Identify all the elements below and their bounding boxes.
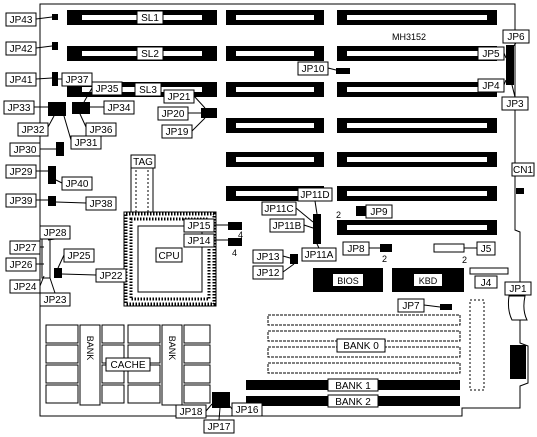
j4-connector: [469, 267, 509, 275]
jp27-label: JP27: [14, 243, 37, 254]
jp7-label: JP7: [402, 301, 420, 312]
jp5-label: JP5: [482, 49, 500, 60]
jp25-label: JP25: [68, 251, 91, 262]
jp31-label: JP31: [75, 138, 98, 149]
jp11c-label: JP11C: [264, 204, 293, 215]
jp26-label: JP26: [10, 260, 33, 271]
jp12-label: JP12: [257, 268, 280, 279]
jp8-pin-mark: 2: [382, 254, 387, 264]
cache-label: CACHE: [110, 360, 145, 371]
leader-lines: [34, 16, 517, 421]
bank0-label: BANK 0: [343, 341, 379, 352]
battery: [507, 295, 528, 321]
jp1-label: JP1: [509, 284, 527, 295]
jp15-pin-mark: 4: [238, 230, 243, 240]
jp32-label: JP32: [22, 125, 45, 136]
jp6-label: JP6: [507, 32, 525, 43]
jp9-pin-mark: 2: [336, 210, 341, 220]
jp4-label: JP4: [482, 81, 500, 92]
jp10-label: JP10: [302, 64, 325, 75]
slot-sl2-label: SL2: [141, 49, 159, 60]
jp34-label: JP34: [108, 103, 131, 114]
jp9-label: JP9: [370, 207, 388, 218]
kbd-label: KBD: [419, 276, 438, 286]
jp13-label: JP13: [257, 252, 280, 263]
j5-pin-mark: 2: [462, 255, 467, 265]
tag-label: TAG: [133, 157, 153, 168]
jp11b-label: JP11B: [273, 221, 302, 232]
bank1-label: BANK 1: [335, 381, 371, 392]
jp14-label: JP14: [188, 236, 211, 247]
jp11a-label: JP11A: [305, 250, 334, 261]
keyboard-connector: [510, 345, 526, 379]
jp36-label: JP36: [90, 125, 113, 136]
bios-label: BIOS: [337, 276, 359, 286]
jp39-label: JP39: [10, 196, 33, 207]
slot-sl1-label: SL1: [141, 13, 159, 24]
jp40-label: JP40: [66, 179, 89, 190]
jp42-label: JP42: [10, 44, 33, 55]
board-outline: [39, 3, 529, 417]
j5-label: J5: [481, 244, 492, 255]
jp8-label: JP8: [347, 244, 365, 255]
jp29-label: JP29: [10, 167, 33, 178]
bank2-label: BANK 2: [335, 397, 371, 408]
io-header: [469, 299, 485, 391]
jp33-label: JP33: [8, 103, 31, 114]
jp43-label: JP43: [10, 15, 33, 26]
jp14-pin-mark: 4: [232, 248, 237, 258]
board-model-label: MH3152: [392, 32, 426, 42]
jp22-label: JP22: [100, 271, 123, 282]
cpu-label: CPU: [158, 251, 179, 262]
jp41-label: JP41: [10, 75, 33, 86]
jp28-label: JP28: [44, 228, 67, 239]
jp20-label: JP20: [162, 109, 185, 120]
cn1-label: CN1: [513, 165, 533, 176]
jp21-label: JP21: [168, 92, 191, 103]
jp11d-label: JP11D: [300, 190, 329, 201]
cache-bank-right-label: BANK: [167, 336, 177, 361]
cache-bank-left-label: BANK: [85, 336, 95, 361]
jp24-label: JP24: [14, 282, 37, 293]
slot-sl3-label: SL3: [139, 85, 157, 96]
jp30-label: JP30: [14, 145, 37, 156]
jp23-label: JP23: [44, 295, 67, 306]
jp38-label: JP38: [90, 199, 113, 210]
jp37-label: JP37: [66, 75, 89, 86]
jp18-label: JP18: [180, 407, 203, 418]
j4-label: J4: [481, 278, 492, 289]
jp35-label: JP35: [96, 84, 119, 95]
jp3-label: JP3: [506, 99, 524, 110]
jp15-label: JP15: [188, 221, 211, 232]
jumper-labels: JP43 JP42 JP41 JP37 JP35 JP33 JP34 JP32 …: [3, 12, 530, 434]
jp17-label: JP17: [208, 422, 231, 433]
j5-connector: [433, 243, 465, 253]
jp16-label: JP16: [236, 405, 259, 416]
jp19-label: JP19: [166, 127, 189, 138]
